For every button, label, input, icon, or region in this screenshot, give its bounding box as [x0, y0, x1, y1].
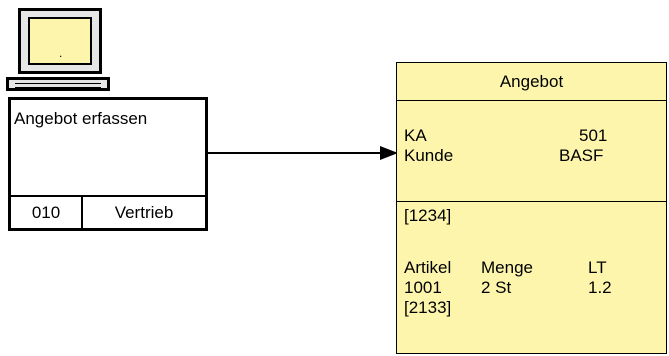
screen-text: . [59, 46, 63, 60]
document-angebot: Angebot KA 501 Kunde BASF [1234] Artikel… [396, 62, 667, 354]
arrow-head [380, 146, 398, 160]
computer-monitor-icon: . [18, 8, 102, 74]
table-header-cell: Menge [481, 258, 533, 277]
footer-reference: [2133] [404, 298, 452, 317]
function-footer: 010 Vertrieb [11, 195, 205, 228]
function-department: Vertrieb [114, 203, 174, 222]
keyboard-icon [6, 77, 110, 91]
header-field-label: Kunde [404, 146, 454, 165]
table-cell: 1001 [404, 278, 442, 297]
table-header-cell: Artikel [404, 258, 452, 277]
table-header-cell: LT [588, 258, 607, 277]
function-box: Angebot erfassen 010 Vertrieb [8, 97, 208, 231]
keyboard-detail [15, 83, 101, 88]
header-field-value: BASF [559, 146, 604, 165]
document-body-section: [1234] Artikel Menge LT 1001 2 St 1.2 [2… [397, 202, 666, 353]
document-header-section: KA 501 Kunde BASF [397, 101, 666, 202]
function-title: Angebot erfassen [14, 109, 148, 128]
body-reference: [1234] [404, 206, 452, 225]
header-field-value: 501 [579, 126, 608, 145]
function-number: 010 [11, 197, 83, 228]
document-title: Angebot [397, 63, 666, 101]
monitor-screen: . [28, 17, 92, 65]
flow-arrow [208, 146, 398, 160]
table-cell: 2 St [481, 278, 512, 297]
header-field-label: KA [404, 126, 427, 145]
table-cell: 1.2 [588, 278, 612, 297]
